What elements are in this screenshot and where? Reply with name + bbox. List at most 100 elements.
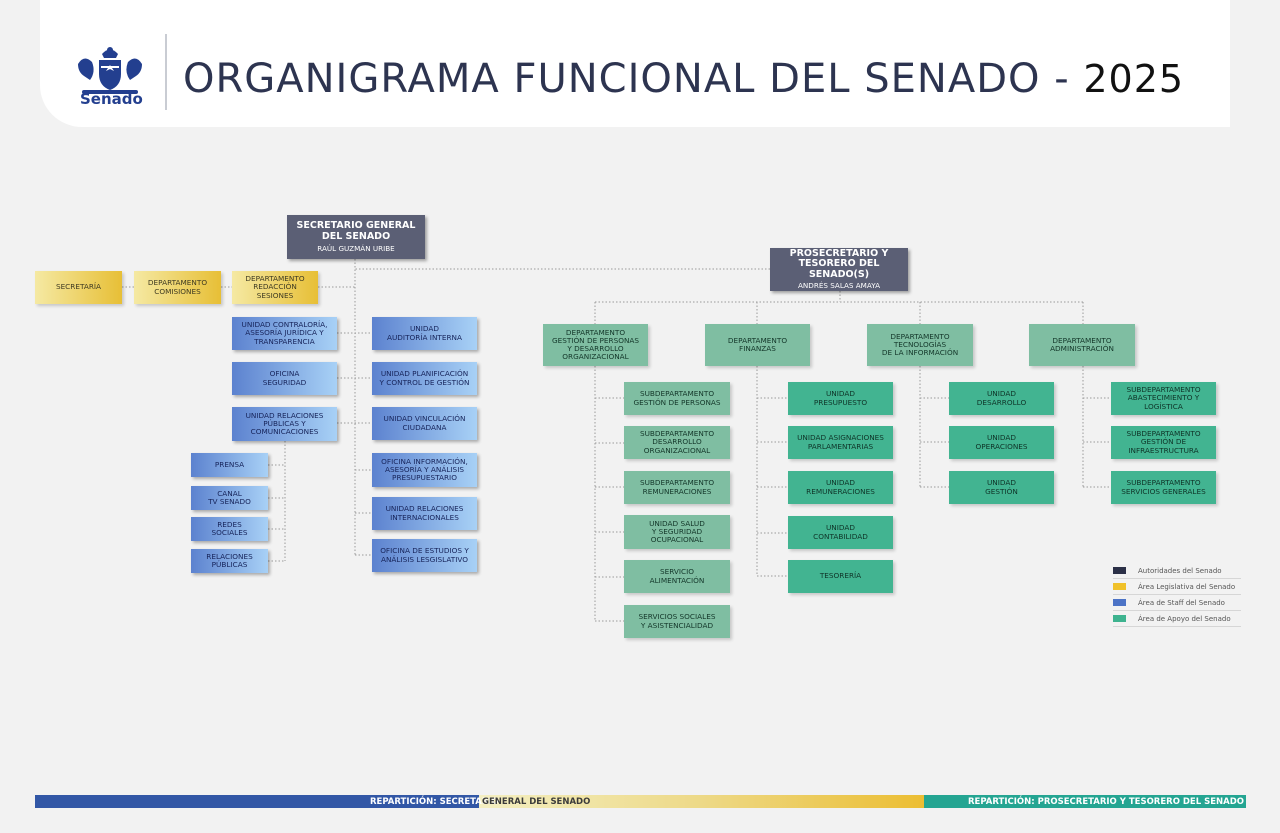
- tesoreria-label: TESORERÍA: [819, 571, 862, 581]
- oficina-seguridad-box[interactable]: OFICINA SEGURIDAD: [232, 362, 337, 395]
- prensa-box[interactable]: PRENSA: [191, 453, 268, 477]
- servicio-alimentacion-box[interactable]: SERVICIO ALIMENTACIÓN: [624, 560, 730, 593]
- gestion-personas-label: SUBDEPARTAMENTO GESTIÓN DE PERSONAS: [633, 389, 721, 407]
- unidad-contabilidad-box[interactable]: UNIDAD CONTABILIDAD: [788, 516, 893, 549]
- secretario-general-box[interactable]: SECRETARIO GENERAL DEL SENADO RAÚL GUZMÁ…: [287, 215, 425, 259]
- infraestructura-label: SUBDEPARTAMENTO GESTIÓN DE INFRAESTRUCTU…: [1126, 429, 1201, 455]
- unidad-operaciones-box[interactable]: UNIDAD OPERACIONES: [949, 426, 1054, 459]
- tesoreria-box[interactable]: TESORERÍA: [788, 560, 893, 593]
- title-year: 2025: [1083, 57, 1185, 101]
- redes-label: REDES SOCIALES: [211, 519, 248, 537]
- footer-bar-secretario: [35, 795, 479, 808]
- unidad-gestion-label: UNIDAD GESTIÓN: [985, 478, 1018, 496]
- page-title: ORGANIGRAMA FUNCIONAL DEL SENADO - 2025: [183, 56, 1184, 102]
- presupuesto-label: UNIDAD PRESUPUESTO: [813, 389, 868, 407]
- unidad-presupuesto-box[interactable]: UNIDAD PRESUPUESTO: [788, 382, 893, 415]
- departamento-administracion-box[interactable]: DEPARTAMENTO ADMINISTRACIÓN: [1029, 324, 1135, 366]
- departamento-tecnologias-box[interactable]: DEPARTAMENTO TECNOLOGÍAS DE LA INFORMACI…: [867, 324, 973, 366]
- servicios-generales-label: SUBDEPARTAMENTO SERVICIOS GENERALES: [1121, 478, 1206, 496]
- departamento-finanzas-box[interactable]: DEPARTAMENTO FINANZAS: [705, 324, 810, 366]
- subdepto-servicios-generales-box[interactable]: SUBDEPARTAMENTO SERVICIOS GENERALES: [1111, 471, 1216, 504]
- logo-text: Senado: [80, 90, 143, 108]
- legend-item: Área de Apoyo del Senado: [1113, 611, 1241, 627]
- unidad-auditoria-box[interactable]: UNIDAD AUDITORÍA INTERNA: [372, 317, 477, 350]
- footer-bar-gradient: [479, 795, 924, 808]
- prosecretario-title: PROSECRETARIO Y TESORERO DEL SENADO(S): [789, 247, 889, 280]
- header-divider: [165, 34, 167, 110]
- header-banner: [40, 0, 1230, 127]
- unidad-relaciones-internacionales-box[interactable]: UNIDAD RELACIONES INTERNACIONALES: [372, 497, 477, 530]
- asignaciones-label: UNIDAD ASIGNACIONES PARLAMENTARIAS: [797, 433, 884, 451]
- contabilidad-label: UNIDAD CONTABILIDAD: [813, 523, 868, 541]
- subdepto-desarrollo-organizacional-box[interactable]: SUBDEPARTAMENTO DESARROLLO ORGANIZACIONA…: [624, 426, 730, 459]
- redes-sociales-box[interactable]: REDES SOCIALES: [191, 517, 268, 541]
- legend-swatch: [1113, 567, 1126, 574]
- desarrollo-organizacional-label: SUBDEPARTAMENTO DESARROLLO ORGANIZACIONA…: [639, 429, 715, 455]
- unidad-remuneraciones-label: UNIDAD REMUNERACIONES: [806, 478, 875, 496]
- unidad-asignaciones-box[interactable]: UNIDAD ASIGNACIONES PARLAMENTARIAS: [788, 426, 893, 459]
- footer-label-general: GENERAL DEL SENADO: [482, 797, 591, 807]
- legend-swatch: [1113, 583, 1126, 590]
- auditoria-label: UNIDAD AUDITORÍA INTERNA: [386, 324, 463, 342]
- vinculacion-label: UNIDAD VINCULACIÓN CIUDADANA: [383, 414, 466, 432]
- legend-label: Área de Staff del Senado: [1138, 598, 1225, 607]
- tecnologias-label: DEPARTAMENTO TECNOLOGÍAS DE LA INFORMACI…: [881, 331, 959, 358]
- subdepto-gestion-personas-box[interactable]: SUBDEPARTAMENTO GESTIÓN DE PERSONAS: [624, 382, 730, 415]
- prensa-label: PRENSA: [214, 459, 245, 469]
- unidad-gestion-box[interactable]: UNIDAD GESTIÓN: [949, 471, 1054, 504]
- personas-label: DEPARTAMENTO GESTIÓN DE PERSONAS Y DESAR…: [551, 327, 640, 362]
- relaciones-publicas-box[interactable]: RELACIONES PÚBLICAS: [191, 549, 268, 573]
- comisiones-label: DEPARTAMENTO COMISIONES: [147, 278, 208, 296]
- unidad-contraloria-box[interactable]: UNIDAD CONTRALORÍA, ASESORÍA JURÍDICA Y …: [232, 317, 337, 350]
- presupuestario-label: OFICINA INFORMACIÓN, ASESORÍA Y ANÁLISIS…: [381, 456, 468, 483]
- footer-bar: [35, 795, 1246, 808]
- legend-item: Área de Staff del Senado: [1113, 595, 1241, 611]
- unidad-planificacion-box[interactable]: UNIDAD PLANIFICACIÓN Y CONTROL DE GESTIÓ…: [372, 362, 477, 395]
- canal-tv-senado-box[interactable]: CANAL TV SENADO: [191, 486, 268, 510]
- unidad-remuneraciones-box[interactable]: UNIDAD REMUNERACIONES: [788, 471, 893, 504]
- relaciones-label: UNIDAD RELACIONES PÚBLICAS Y COMUNICACIO…: [245, 410, 324, 437]
- legend-swatch: [1113, 615, 1126, 622]
- seguridad-label: OFICINA SEGURIDAD: [262, 369, 307, 387]
- departamento-gestion-personas-box[interactable]: DEPARTAMENTO GESTIÓN DE PERSONAS Y DESAR…: [543, 324, 648, 366]
- operaciones-label: UNIDAD OPERACIONES: [975, 433, 1028, 451]
- unidad-salud-box[interactable]: UNIDAD SALUD Y SEGURIDAD OCUPACIONAL: [624, 515, 730, 549]
- unidad-vinculacion-box[interactable]: UNIDAD VINCULACIÓN CIUDADANA: [372, 407, 477, 440]
- legend-label: Área de Apoyo del Senado: [1138, 614, 1231, 623]
- secretaria-label: SECRETARÍA: [55, 282, 102, 292]
- subdepto-remuneraciones-box[interactable]: SUBDEPARTAMENTO REMUNERACIONES: [624, 471, 730, 504]
- unidad-relaciones-publicas-box[interactable]: UNIDAD RELACIONES PÚBLICAS Y COMUNICACIO…: [232, 407, 337, 441]
- oficina-estudios-box[interactable]: OFICINA DE ESTUDIOS Y ANÁLISIS LESGISLAT…: [372, 539, 477, 572]
- servicios-sociales-box[interactable]: SERVICIOS SOCIALES Y ASISTENCIALIDAD: [624, 605, 730, 638]
- legend-item: Área Legislativa del Senado: [1113, 579, 1241, 595]
- finanzas-label: DEPARTAMENTO FINANZAS: [727, 335, 788, 353]
- legend-item: Autoridades del Senado: [1113, 563, 1241, 579]
- subdepto-abastecimiento-box[interactable]: SUBDEPARTAMENTO ABASTECIMIENTO Y LOGÍSTI…: [1111, 382, 1216, 415]
- footer-label-secretario: REPARTICIÓN: SECRETARIO: [370, 797, 499, 807]
- secretaria-box[interactable]: SECRETARÍA: [35, 271, 122, 304]
- legend: Autoridades del Senado Área Legislativa …: [1113, 563, 1241, 627]
- sociales-label: SERVICIOS SOCIALES Y ASISTENCIALIDAD: [638, 612, 716, 630]
- redaccion-label: DEPARTAMENTO REDACCIÓN SESIONES: [245, 274, 305, 300]
- relaciones-publicas-label: RELACIONES PÚBLICAS: [206, 551, 253, 569]
- unidad-desarrollo-box[interactable]: UNIDAD DESARROLLO: [949, 382, 1054, 415]
- abastecimiento-label: SUBDEPARTAMENTO ABASTECIMIENTO Y LOGÍSTI…: [1126, 385, 1201, 411]
- subdepto-infraestructura-box[interactable]: SUBDEPARTAMENTO GESTIÓN DE INFRAESTRUCTU…: [1111, 426, 1216, 459]
- title-text: ORGANIGRAMA FUNCIONAL DEL SENADO -: [183, 56, 1084, 102]
- legend-swatch: [1113, 599, 1126, 606]
- alimentacion-label: SERVICIO ALIMENTACIÓN: [649, 567, 705, 585]
- desarrollo-label: UNIDAD DESARROLLO: [976, 389, 1027, 407]
- departamento-redaccion-box[interactable]: DEPARTAMENTO REDACCIÓN SESIONES: [232, 271, 318, 304]
- oficina-presupuestario-box[interactable]: OFICINA INFORMACIÓN, ASESORÍA Y ANÁLISIS…: [372, 453, 477, 487]
- estudios-label: OFICINA DE ESTUDIOS Y ANÁLISIS LESGISLAT…: [380, 546, 469, 564]
- footer-bar-prosecretario: [924, 795, 1246, 808]
- administracion-label: DEPARTAMENTO ADMINISTRACIÓN: [1050, 335, 1114, 353]
- legend-label: Área Legislativa del Senado: [1138, 582, 1236, 591]
- departamento-comisiones-box[interactable]: DEPARTAMENTO COMISIONES: [134, 271, 221, 304]
- planificacion-label: UNIDAD PLANIFICACIÓN Y CONTROL DE GESTIÓ…: [379, 369, 470, 387]
- prosecretario-box[interactable]: PROSECRETARIO Y TESORERO DEL SENADO(S) A…: [770, 248, 908, 291]
- secretario-name: RAÚL GUZMÁN URIBE: [317, 243, 395, 253]
- secretario-title: SECRETARIO GENERAL DEL SENADO: [296, 220, 416, 242]
- internacionales-label: UNIDAD RELACIONES INTERNACIONALES: [385, 504, 464, 522]
